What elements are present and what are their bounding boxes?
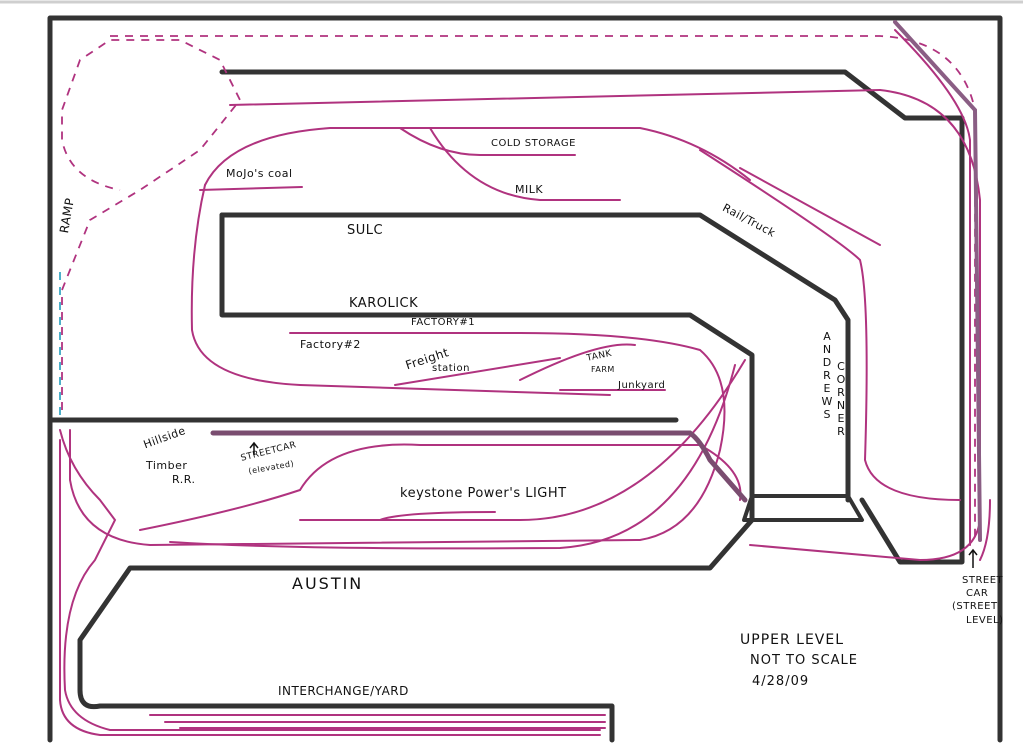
note-not-to-scale: NOT TO SCALE xyxy=(750,653,859,668)
track-left-descent-2 xyxy=(59,439,601,736)
label-keystone: keystone Power's LIGHT xyxy=(400,486,567,501)
track-milk-spur xyxy=(429,127,621,201)
track-tank-spur xyxy=(519,343,636,381)
label-tank-2: FARM xyxy=(591,365,615,374)
benchwork-bridge xyxy=(742,494,864,522)
track-left-loop xyxy=(190,184,611,396)
track-rail-truck-spur xyxy=(739,167,881,246)
label-street-car-3: (STREET xyxy=(952,601,998,612)
label-junkyard: Junkyard xyxy=(618,380,666,391)
label-hillside-3: R.R. xyxy=(172,473,196,486)
track-return xyxy=(299,359,746,521)
label-hillside-2: Timber xyxy=(146,459,188,472)
note-date: 4/28/09 xyxy=(752,674,810,689)
track-freight-spur xyxy=(394,357,561,386)
label-street-car-1: STREET xyxy=(962,575,1004,586)
label-karolick: KAROLICK xyxy=(349,296,419,311)
benchwork-outer-frame xyxy=(47,15,1003,743)
track-right-ladder xyxy=(894,29,971,546)
track-outer-loop xyxy=(749,89,981,562)
label-austin: AUSTIN xyxy=(292,574,364,593)
note-upper-level: UPPER LEVEL xyxy=(740,632,845,648)
label-interchange: INTERCHANGE/YARD xyxy=(278,684,409,698)
benchwork-sulc-peninsula xyxy=(77,212,755,743)
label-factory-2: Factory#2 xyxy=(300,338,361,351)
track-keystone-spur xyxy=(379,511,496,521)
track-return-2 xyxy=(169,364,736,550)
benchwork-top-shelf xyxy=(219,69,965,565)
streetcar-top-track xyxy=(893,20,982,542)
track-main-upper xyxy=(229,89,881,106)
track-keystone-loop xyxy=(139,443,742,531)
track-upper-loop xyxy=(204,127,751,186)
streetcar-elev-arrow xyxy=(249,441,259,455)
label-freight-2: station xyxy=(432,363,470,374)
track-lines xyxy=(59,29,991,736)
label-mojos-coal: MoJo's coal xyxy=(226,167,293,180)
label-street-car-2: CAR xyxy=(966,588,989,599)
track-right-inner xyxy=(699,149,961,501)
track-mojos-spur xyxy=(199,186,303,191)
label-milk: MILK xyxy=(515,183,544,196)
label-andrews-corner: A N D R E W S xyxy=(821,330,833,421)
label-cold-storage: COLD STORAGE xyxy=(491,138,576,149)
label-sulc: SULC xyxy=(347,223,384,238)
label-street-car-4: LEVEL) xyxy=(966,615,1004,626)
ramp-top-dashed xyxy=(110,35,976,540)
benchwork-outline xyxy=(47,15,1003,743)
label-factory-1: FACTORY#1 xyxy=(411,317,476,328)
streetcar-elevated-track xyxy=(210,430,748,503)
track-right-ladder-2 xyxy=(979,499,991,561)
benchwork-sulc-top xyxy=(219,212,851,503)
track-left-descent xyxy=(59,429,601,731)
ramp-track xyxy=(59,35,976,540)
street-car-arrow xyxy=(968,548,978,568)
label-andrews-corner-2: C O R N E R xyxy=(836,360,846,438)
track-factory-line xyxy=(69,332,726,547)
ramp-upper-dashed xyxy=(61,39,242,410)
